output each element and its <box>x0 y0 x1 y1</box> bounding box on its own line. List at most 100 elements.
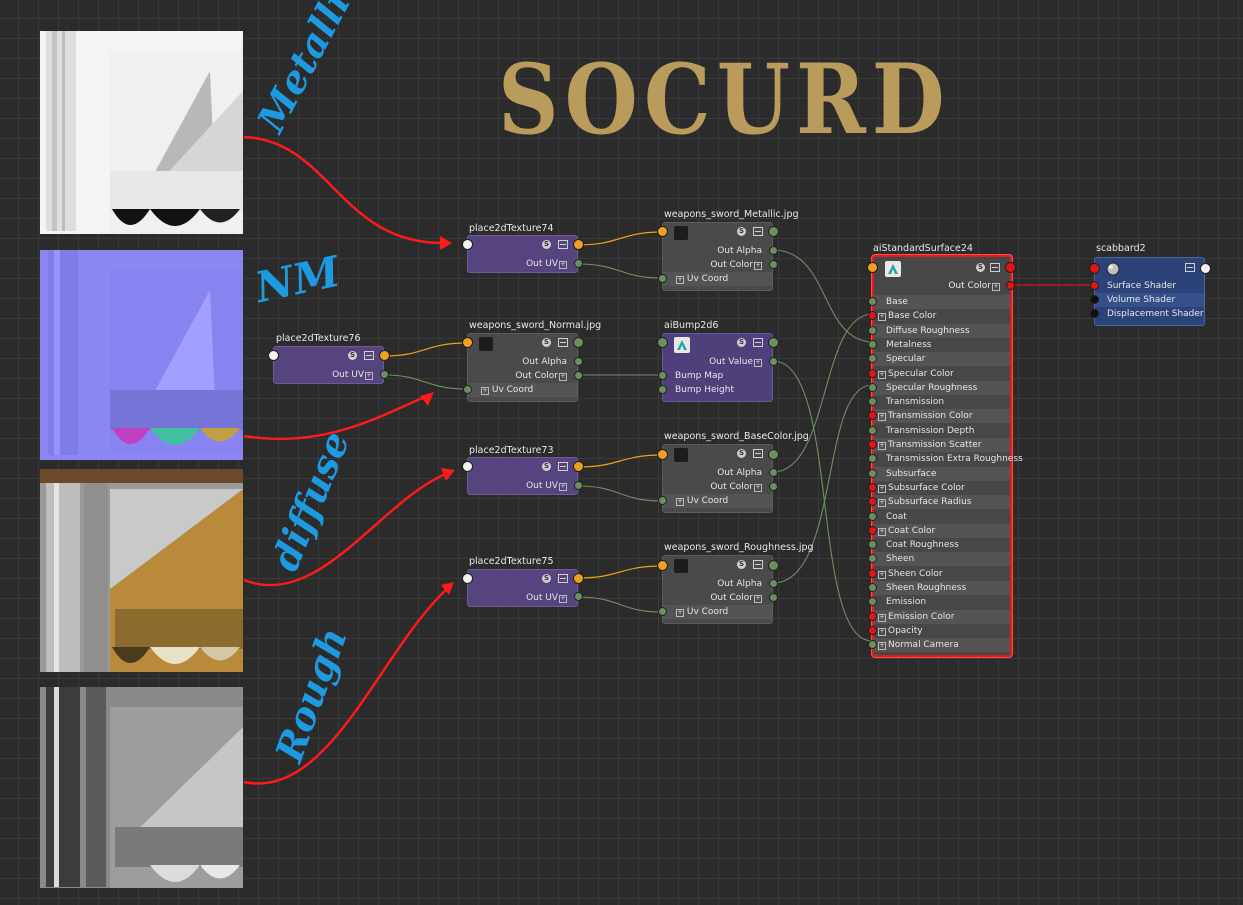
expand-compound-icon[interactable]: + <box>878 627 886 636</box>
attribute-menu-icon[interactable] <box>753 560 763 569</box>
place2dtexture74-output-port[interactable] <box>573 239 584 250</box>
expand-compound-icon[interactable]: + <box>878 484 886 493</box>
place2dtexture76-out-uv-port[interactable] <box>380 370 389 379</box>
place2dtexture74-out-uv-port[interactable] <box>574 259 583 268</box>
aibump2d6-input-port[interactable] <box>657 337 668 348</box>
ai-attr-diffuse-roughness-port[interactable] <box>868 325 877 335</box>
scabbard2-shading-group-node[interactable]: Surface Shader Volume Shader Displacemen… <box>1094 257 1205 326</box>
place2dtexture76-output-port[interactable] <box>379 350 390 361</box>
attribute-menu-icon[interactable] <box>558 462 568 471</box>
swatch-toggle-icon[interactable]: S <box>542 462 551 471</box>
scabbard2-input-port[interactable] <box>1089 263 1100 274</box>
metallic-file-input-port[interactable] <box>657 226 668 237</box>
ai-attr-specular-roughness-port[interactable] <box>868 382 877 392</box>
scabbard2-volume-shader-port[interactable] <box>1090 295 1099 304</box>
aibump2d6-out-value-port[interactable] <box>769 357 778 366</box>
place2dtexture73-node[interactable]: S Out UV+ <box>467 457 578 495</box>
place2dtexture76-node[interactable]: S Out UV+ <box>273 346 384 384</box>
metallic-uv-coord-port[interactable] <box>658 274 667 283</box>
aibump2d6-bump-map-port[interactable] <box>658 371 667 380</box>
basecolor-file-node[interactable]: S Out Alpha Out Color+ + Uv Coord <box>662 444 773 513</box>
metallic-file-node[interactable]: S Out Alpha Out Color+ + Uv Coord <box>662 222 773 291</box>
metallic-file-output-port[interactable] <box>768 226 779 237</box>
ai-attr-normal-camera-port[interactable] <box>868 640 877 650</box>
place2dtexture75-input-port[interactable] <box>462 573 473 584</box>
ai-attr-sheen-roughness-port[interactable] <box>868 583 877 592</box>
basecolor-file-output-port[interactable] <box>768 449 779 460</box>
swatch-toggle-icon[interactable]: S <box>737 449 746 458</box>
place2dtexture76-input-port[interactable] <box>268 350 279 361</box>
place2dtexture74-node[interactable]: S Out UV+ <box>467 235 578 273</box>
expand-compound-icon[interactable]: + <box>878 370 886 379</box>
ai-attr-specular-color-port[interactable] <box>868 368 877 378</box>
place2dtexture75-node[interactable]: S Out UV+ <box>467 569 578 607</box>
roughness-file-output-port[interactable] <box>768 560 779 571</box>
ai-attr-base-port[interactable] <box>868 297 877 306</box>
aibump2d6-output-port[interactable] <box>768 337 779 348</box>
swatch-toggle-icon[interactable]: S <box>542 338 551 347</box>
attribute-menu-icon[interactable] <box>558 574 568 583</box>
ai-attr-coat-color-port[interactable] <box>868 525 877 535</box>
ai-attr-sheen-color-port[interactable] <box>868 568 877 578</box>
ai-attr-transmission-scatter-port[interactable] <box>868 440 877 449</box>
normal-file-input-port[interactable] <box>462 337 473 348</box>
place2dtexture75-output-port[interactable] <box>573 573 584 584</box>
ai-attr-transmission-depth-port[interactable] <box>868 425 877 435</box>
scabbard2-output-port[interactable] <box>1200 263 1211 274</box>
expand-compound-icon[interactable]: + <box>878 613 886 622</box>
ai-attr-coat-port[interactable] <box>868 511 877 521</box>
expand-compound-icon[interactable]: + <box>878 313 886 322</box>
attribute-menu-icon[interactable] <box>753 449 763 458</box>
swatch-toggle-icon[interactable]: S <box>737 227 746 236</box>
expand-compound-icon[interactable]: + <box>878 527 886 536</box>
attribute-menu-icon[interactable] <box>558 240 568 249</box>
aistandardsurface24-out-color-port[interactable] <box>1006 281 1015 290</box>
scabbard2-displacement-shader-port[interactable] <box>1090 309 1099 318</box>
roughness-out-color-port[interactable] <box>769 593 778 602</box>
basecolor-out-alpha-port[interactable] <box>769 468 778 477</box>
ai-attr-metalness-port[interactable] <box>868 339 877 349</box>
roughness-file-input-port[interactable] <box>657 560 668 571</box>
metallic-out-alpha-port[interactable] <box>769 246 778 255</box>
aibump2d6-bump-height-port[interactable] <box>658 385 667 394</box>
basecolor-uv-coord-port[interactable] <box>658 496 667 505</box>
normal-file-node[interactable]: S Out Alpha Out Color+ + Uv Coord <box>467 333 578 402</box>
attribute-menu-icon[interactable] <box>1185 263 1195 272</box>
ai-attr-subsurface-port[interactable] <box>868 468 877 478</box>
attribute-menu-icon[interactable] <box>558 338 568 347</box>
roughness-file-node[interactable]: S Out Alpha Out Color+ + Uv Coord <box>662 555 773 624</box>
normal-out-color-port[interactable] <box>574 371 583 380</box>
roughness-out-alpha-port[interactable] <box>769 579 778 588</box>
attribute-menu-icon[interactable] <box>990 263 1000 272</box>
swatch-toggle-icon[interactable]: S <box>542 240 551 249</box>
roughness-uv-coord-port[interactable] <box>658 607 667 616</box>
swatch-toggle-icon[interactable]: S <box>348 351 357 360</box>
place2dtexture73-out-uv-port[interactable] <box>574 481 583 490</box>
basecolor-out-color-port[interactable] <box>769 482 778 491</box>
ai-attr-emission-color-port[interactable] <box>868 611 877 621</box>
attribute-menu-icon[interactable] <box>753 227 763 236</box>
expand-compound-icon[interactable]: + <box>878 642 886 651</box>
normal-file-output-port[interactable] <box>573 337 584 348</box>
place2dtexture73-output-port[interactable] <box>573 461 584 472</box>
place2dtexture75-out-uv-port[interactable] <box>574 592 583 601</box>
scabbard2-surface-shader-port[interactable] <box>1090 281 1099 290</box>
swatch-toggle-icon[interactable]: S <box>976 263 985 272</box>
aistandardsurface24-input-port[interactable] <box>867 262 878 273</box>
aibump2d6-node[interactable]: S Out Value+ Bump Map Bump Height <box>662 333 773 402</box>
ai-attr-subsurface-color-port[interactable] <box>868 482 877 492</box>
metallic-out-color-port[interactable] <box>769 260 778 269</box>
basecolor-file-input-port[interactable] <box>657 449 668 460</box>
ai-attr-opacity-port[interactable] <box>868 625 877 635</box>
expand-compound-icon[interactable]: + <box>878 413 886 422</box>
place2dtexture74-input-port[interactable] <box>462 239 473 250</box>
swatch-toggle-icon[interactable]: S <box>737 338 746 347</box>
attribute-menu-icon[interactable] <box>753 338 763 347</box>
normal-out-alpha-port[interactable] <box>574 357 583 366</box>
aistandardsurface24-output-port[interactable] <box>1005 262 1016 273</box>
attribute-menu-icon[interactable] <box>364 351 374 360</box>
expand-compound-icon[interactable]: + <box>878 442 886 450</box>
place2dtexture73-input-port[interactable] <box>462 461 473 472</box>
swatch-toggle-icon[interactable]: S <box>542 574 551 583</box>
swatch-toggle-icon[interactable]: S <box>737 560 746 569</box>
